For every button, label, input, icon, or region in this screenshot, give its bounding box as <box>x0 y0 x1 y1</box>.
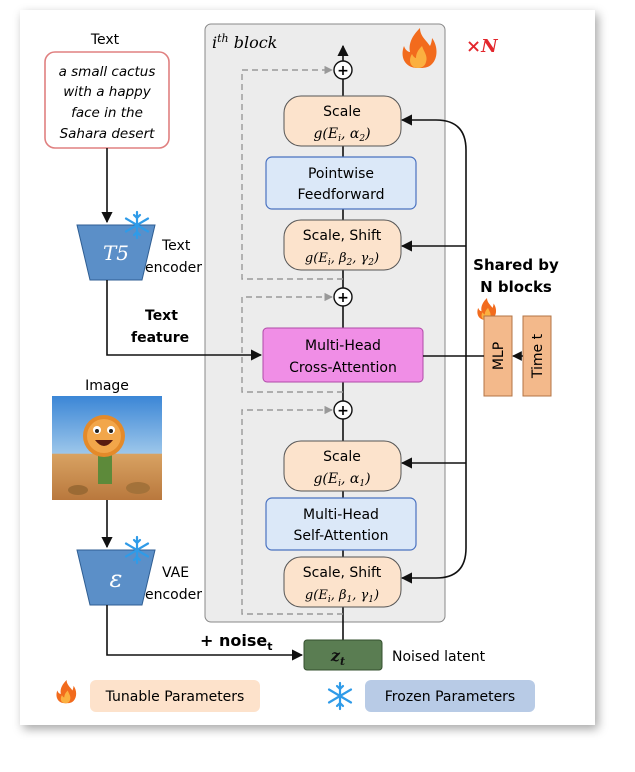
tunable-legend: Tunable Parameters <box>90 680 260 712</box>
svg-text:Feedforward: Feedforward <box>297 187 384 203</box>
feedforward-box: Pointwise Feedforward <box>265 156 417 210</box>
block-title: ith block <box>212 32 277 52</box>
svg-text:g(Ei, β1, γ1): g(Ei, β1, γ1) <box>305 588 379 605</box>
svg-text:MLP: MLP <box>491 342 507 370</box>
svg-text:ε: ε <box>110 565 123 593</box>
latent-box: zt <box>303 639 383 671</box>
svg-text:g(Ei, β2, γ2): g(Ei, β2, γ2) <box>305 251 379 268</box>
svg-text:Self-Attention: Self-Attention <box>294 528 389 544</box>
scale1-box: Scale g(Ei, α1) <box>283 440 402 492</box>
svg-text:+: + <box>337 403 349 419</box>
vae-to-latent-arrow <box>106 605 304 661</box>
svg-text:+: + <box>337 290 349 306</box>
image-title: Image <box>85 378 129 394</box>
svg-text:face in the: face in the <box>71 105 143 121</box>
vae-label-line1: VAE <box>162 565 189 581</box>
shared-label-line2: N blocks <box>480 278 552 296</box>
svg-text:with a happy: with a happy <box>63 84 151 100</box>
svg-text:Time t: Time t <box>530 333 546 379</box>
residual-connection-cross <box>241 292 343 393</box>
svg-text:Scale: Scale <box>323 104 361 120</box>
scale-shift1-box: Scale, Shift g(Ei, β1, γ1) <box>283 556 402 608</box>
text-feature-label-line2: feature <box>131 330 189 346</box>
svg-text:Scale: Scale <box>323 449 361 465</box>
vae-label-line2: encoder <box>145 587 202 603</box>
svg-text:a small cactus: a small cactus <box>59 64 156 80</box>
svg-text:Tunable Parameters: Tunable Parameters <box>105 689 245 705</box>
text-input-title: Text <box>90 32 120 48</box>
cond-to-scale2-arrow <box>400 114 467 356</box>
text-feature-label-line1: Text <box>145 308 178 324</box>
add-node-top: + <box>333 60 353 80</box>
svg-text:Scale, Shift: Scale, Shift <box>303 228 382 244</box>
add-node-bottom: + <box>333 400 353 420</box>
t5-encoder: T5 <box>76 224 156 281</box>
svg-text:Sahara desert: Sahara desert <box>60 126 156 142</box>
residual-connection-ff <box>241 65 343 280</box>
frozen-legend: Frozen Parameters <box>365 680 535 712</box>
svg-text:Multi-Head: Multi-Head <box>305 338 381 354</box>
latent-label: Noised latent <box>392 649 486 665</box>
mlp-box: MLP <box>483 315 513 397</box>
cross-attention-box: Multi-Head Cross-Attention <box>262 327 424 383</box>
scale-shift2-box: Scale, Shift g(Ei, β2, γ2) <box>283 219 402 271</box>
svg-text:T5: T5 <box>103 241 129 265</box>
repeat-label: ×N <box>466 36 499 57</box>
svg-text:zt: zt <box>330 646 345 668</box>
svg-text:Multi-Head: Multi-Head <box>303 507 379 523</box>
fire-icon <box>402 28 437 68</box>
fire-icon <box>56 680 77 704</box>
snowflake-icon <box>124 535 150 565</box>
svg-text:+: + <box>337 63 349 79</box>
snowflake-icon <box>327 681 353 711</box>
svg-text:g(Ei, α1): g(Ei, α1) <box>313 471 370 489</box>
svg-text:Scale, Shift: Scale, Shift <box>303 565 382 581</box>
cond-to-scale-shift1-arrow <box>400 356 467 584</box>
text-feature-arrow <box>106 280 263 361</box>
noise-label: + noiset <box>200 631 272 653</box>
text-prompt-box: a small cactus with a happy face in the … <box>44 51 170 149</box>
t5-label-line1: Text <box>161 238 191 254</box>
shared-label-line1: Shared by <box>473 256 559 274</box>
svg-text:Pointwise: Pointwise <box>308 166 374 182</box>
self-attention-box: Multi-Head Self-Attention <box>265 497 417 551</box>
time-box: Time t <box>522 315 552 397</box>
svg-text:Frozen Parameters: Frozen Parameters <box>385 689 515 705</box>
vae-encoder: ε <box>76 549 156 606</box>
residual-connection-self <box>241 405 343 615</box>
scale2-box: Scale g(Ei, α2) <box>283 95 402 147</box>
svg-text:g(Ei, α2): g(Ei, α2) <box>313 126 370 144</box>
snowflake-icon <box>124 210 150 240</box>
svg-text:Cross-Attention: Cross-Attention <box>289 360 397 376</box>
t5-label-line2: encoder <box>145 260 202 276</box>
add-node-middle: + <box>333 287 353 307</box>
cactus-image <box>52 396 162 500</box>
